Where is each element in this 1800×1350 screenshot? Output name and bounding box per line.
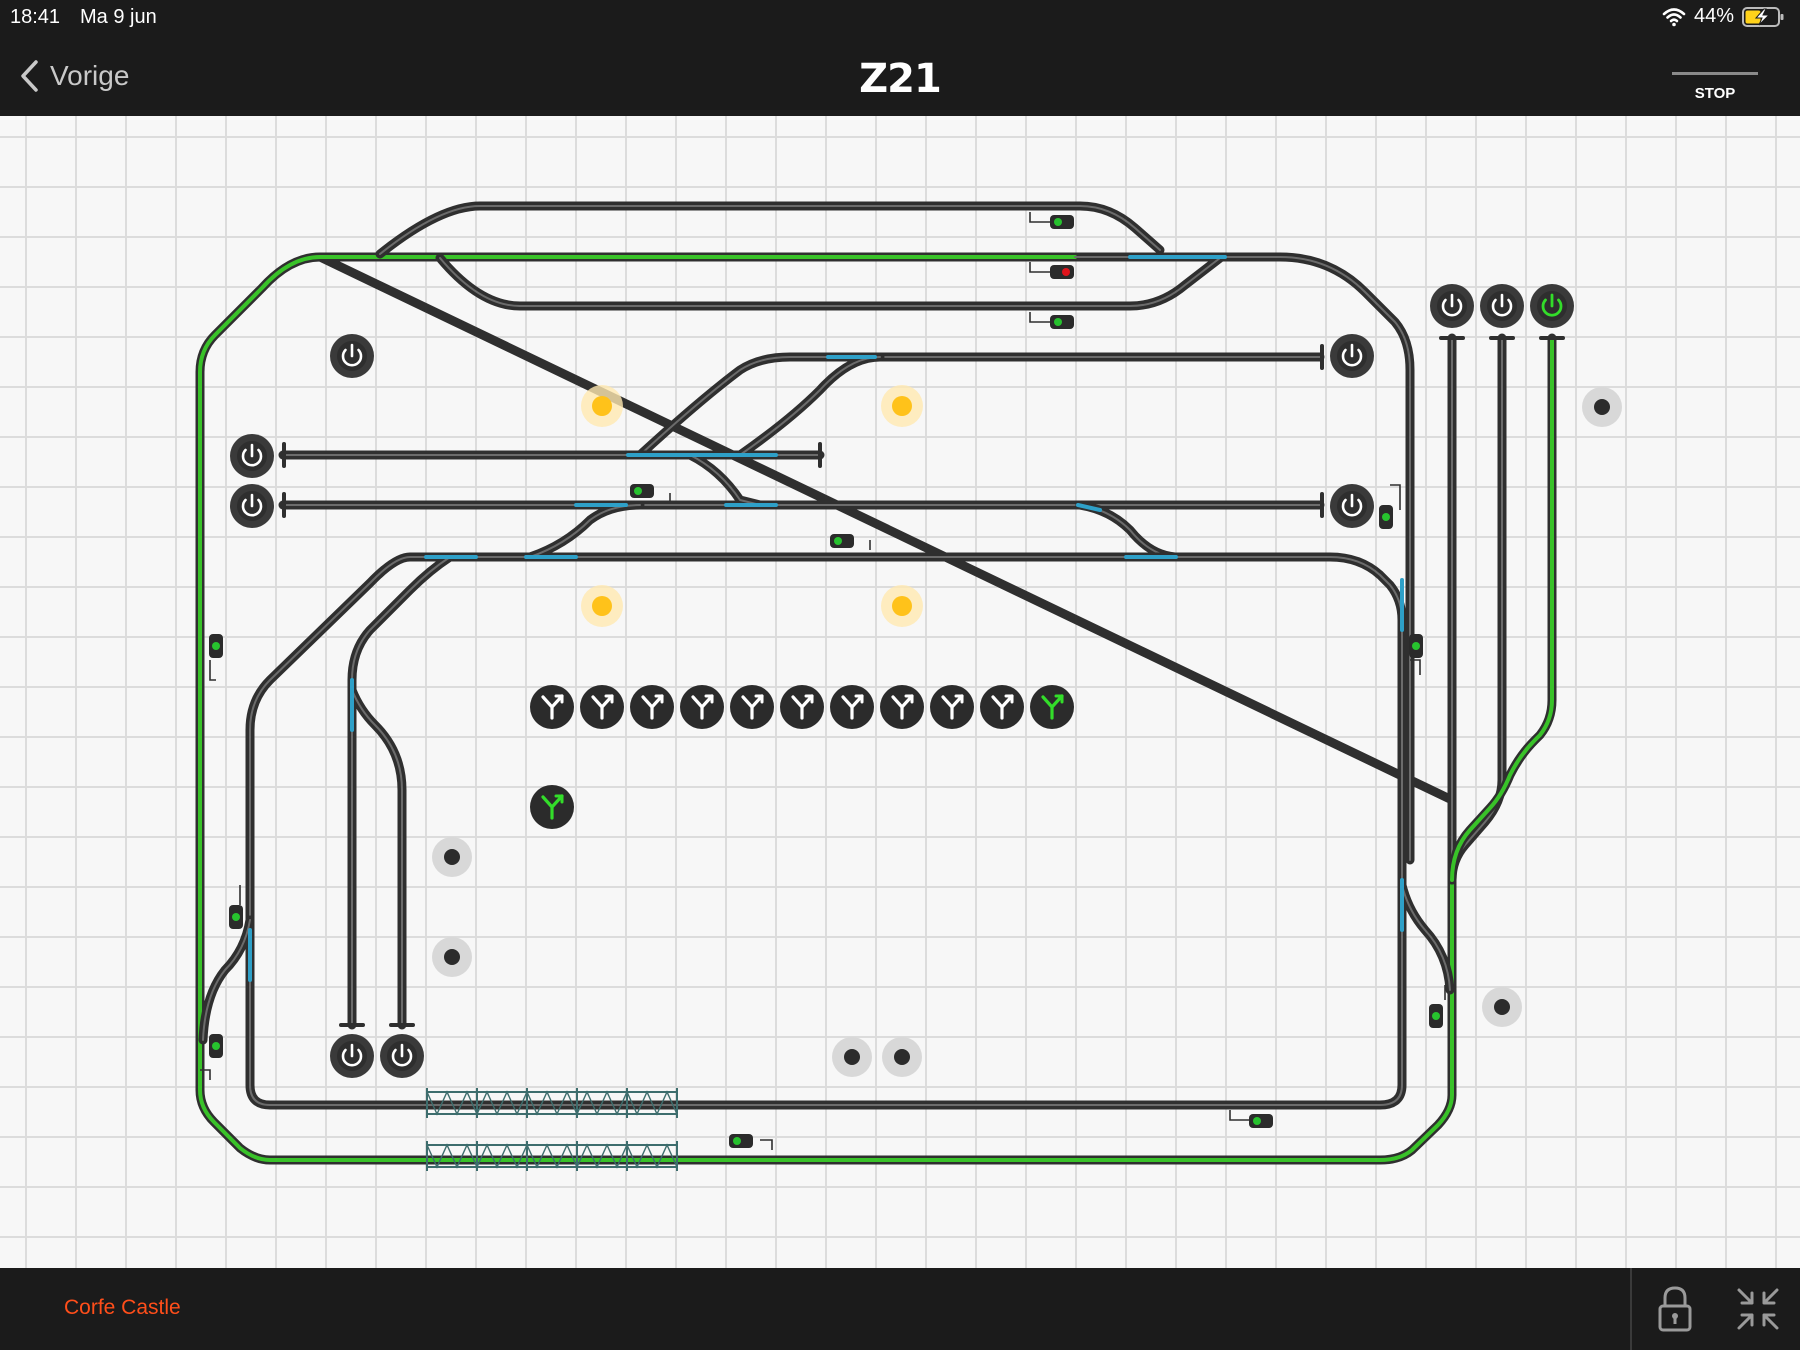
power-button-9[interactable] <box>1478 282 1526 330</box>
uncoupler-2[interactable] <box>432 837 472 877</box>
turnout-button-6[interactable] <box>778 683 826 731</box>
stop-bar <box>1672 72 1758 75</box>
turnout-button-10[interactable] <box>978 683 1026 731</box>
app-logo: Z21 <box>859 56 942 102</box>
track-right-siding-3-active[interactable] <box>1447 333 1557 885</box>
signal-bottom-1[interactable] <box>1249 1114 1273 1128</box>
wifi-icon <box>1662 7 1686 26</box>
chevron-left-icon <box>21 60 38 92</box>
signal-top-3[interactable] <box>1050 315 1074 329</box>
signals <box>200 212 1446 1150</box>
turnout-button-4[interactable] <box>678 683 726 731</box>
track-left-crossover[interactable] <box>198 915 255 1045</box>
lamp-2[interactable] <box>881 385 923 427</box>
stop-label: STOP <box>1694 85 1736 102</box>
layout-name[interactable]: Corfe Castle <box>64 1296 181 1319</box>
switch-blades <box>248 255 1404 982</box>
turnout-button-12-active[interactable] <box>528 783 576 831</box>
turnout-button-5[interactable] <box>728 683 776 731</box>
battery-charging-icon <box>1742 6 1784 27</box>
signal-top-2-red[interactable] <box>1050 265 1074 279</box>
back-label: Vorige <box>50 60 130 91</box>
collapse-button[interactable] <box>1733 1284 1783 1334</box>
signal-right-1[interactable] <box>1379 505 1393 529</box>
power-button-1[interactable] <box>328 332 376 380</box>
footer-divider <box>1630 1268 1632 1350</box>
buffer-stops <box>282 336 1565 1027</box>
stop-button[interactable]: STOP <box>1670 70 1760 110</box>
turnout-button-9[interactable] <box>928 683 976 731</box>
lamp-4[interactable] <box>881 585 923 627</box>
track-diagram <box>195 201 1622 1172</box>
power-button-10-active[interactable] <box>1528 282 1576 330</box>
signal-siding-2[interactable] <box>830 534 854 548</box>
signal-left-3[interactable] <box>209 1034 223 1058</box>
power-button-5[interactable] <box>1328 482 1376 530</box>
turnout-button-3[interactable] <box>628 683 676 731</box>
track-top-upper-siding[interactable] <box>375 201 1165 259</box>
power-button-4[interactable] <box>1328 332 1376 380</box>
status-right: 44% <box>1662 5 1786 28</box>
power-button-3[interactable] <box>228 482 276 530</box>
turnout-button-1[interactable] <box>528 683 576 731</box>
track-inner-branch[interactable] <box>347 552 455 1030</box>
uncoupler-6[interactable] <box>1482 987 1522 1027</box>
power-button-6[interactable] <box>328 1032 376 1080</box>
turnout-button-7[interactable] <box>828 683 876 731</box>
track-outer-loop[interactable] <box>195 252 1457 1165</box>
tracks <box>195 201 1565 1165</box>
signal-right-2[interactable] <box>1409 634 1423 658</box>
track-right-crossover[interactable] <box>1397 880 1455 995</box>
signal-left-2[interactable] <box>229 905 243 929</box>
turnout-button-8[interactable] <box>878 683 926 731</box>
power-button-2[interactable] <box>228 432 276 480</box>
collapse-icon <box>1737 1288 1779 1330</box>
track-siding-3[interactable] <box>278 450 1325 562</box>
bottom-bar: Corfe Castle <box>0 1268 1800 1350</box>
turnout-button-2[interactable] <box>578 683 626 731</box>
status-date: Ma 9 jun <box>80 6 157 28</box>
battery-percent: 44% <box>1693 5 1734 27</box>
uncoupler-3[interactable] <box>432 937 472 977</box>
power-button-8[interactable] <box>1428 282 1476 330</box>
lamp-3[interactable] <box>581 585 623 627</box>
lock-icon <box>1658 1286 1692 1332</box>
signal-bottom-2[interactable] <box>729 1134 753 1148</box>
track-layout-canvas[interactable] <box>0 116 1800 1268</box>
back-button[interactable]: Vorige <box>18 56 129 96</box>
track-top-lower-siding[interactable] <box>435 253 1225 311</box>
top-bar: 18:41 Ma 9 jun 44% Vorige Z21 STOP <box>0 0 1800 116</box>
lock-button[interactable] <box>1655 1284 1695 1334</box>
signal-top-1[interactable] <box>1050 215 1074 229</box>
track-inner-loop[interactable] <box>245 500 1407 1110</box>
lamp-1[interactable] <box>581 385 623 427</box>
uncoupler-4[interactable] <box>832 1037 872 1077</box>
signal-left-1[interactable] <box>209 634 223 658</box>
signal-right-3[interactable] <box>1429 1004 1443 1028</box>
power-button-7[interactable] <box>378 1032 426 1080</box>
signal-siding-1[interactable] <box>630 484 654 498</box>
turnout-button-11-active[interactable] <box>1028 683 1076 731</box>
status-time: 18:41 <box>10 6 61 28</box>
uncoupler-1[interactable] <box>1582 387 1622 427</box>
track-siding-1[interactable] <box>635 352 1325 460</box>
uncoupler-5[interactable] <box>882 1037 922 1077</box>
